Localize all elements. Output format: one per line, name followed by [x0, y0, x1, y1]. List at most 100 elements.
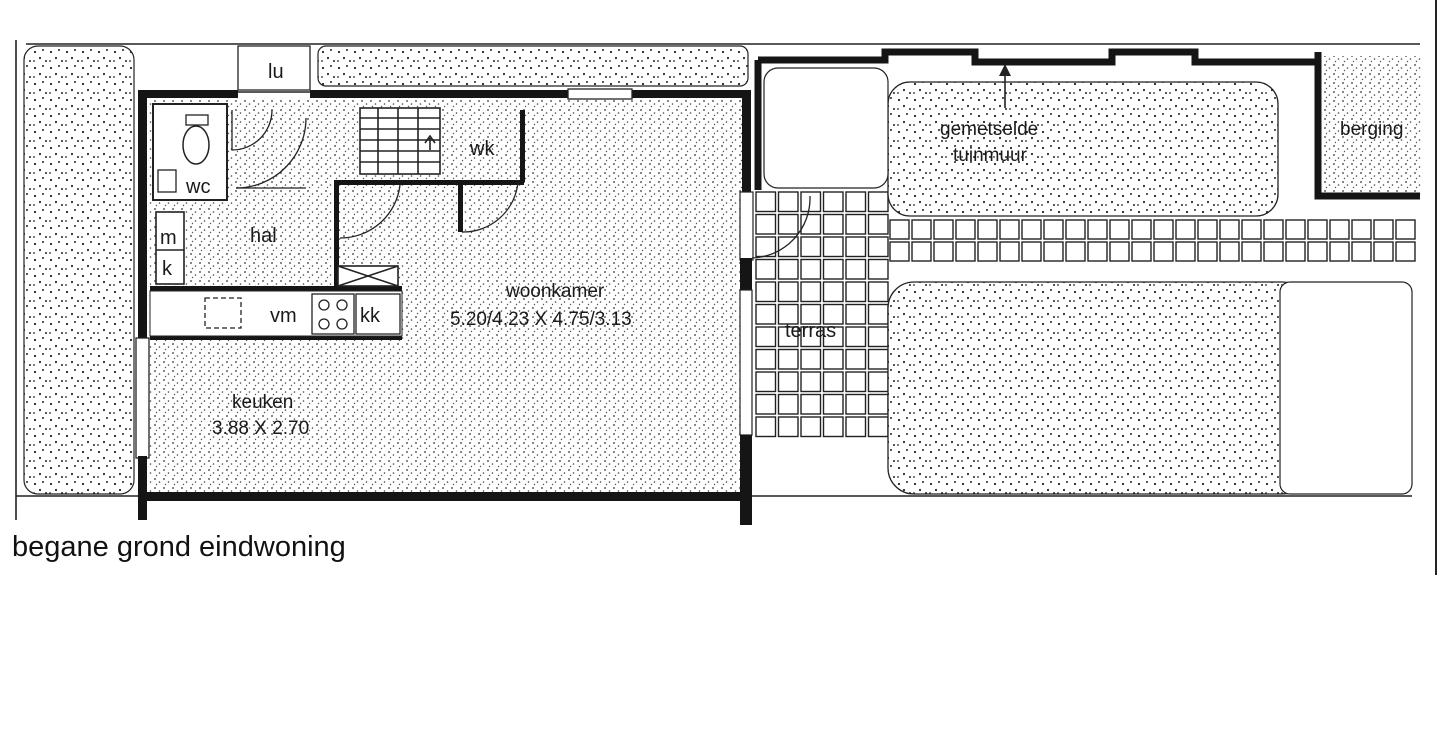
tile: [822, 326, 844, 348]
tile: [822, 281, 844, 303]
tile: [867, 213, 889, 235]
tile: [845, 213, 867, 235]
tile: [1285, 241, 1306, 262]
fridge-kk: [355, 293, 401, 335]
wall-right-bottom: [740, 435, 752, 525]
tile: [800, 258, 822, 280]
tile: [1109, 219, 1130, 240]
tile: [777, 348, 799, 370]
tile: [1197, 219, 1218, 240]
label-wall-line1: gemetselde: [940, 119, 1038, 140]
label-m: m: [160, 227, 177, 249]
tile: [822, 371, 844, 393]
tile: [1395, 219, 1416, 240]
label-keuken: keuken: [232, 392, 293, 413]
tile: [777, 281, 799, 303]
tile: [1021, 219, 1042, 240]
tile: [777, 213, 799, 235]
garden-bed-upper: [887, 81, 1279, 217]
tile: [1263, 219, 1284, 240]
meter-cupboard: [155, 211, 185, 285]
tile: [845, 191, 867, 213]
tile: [755, 416, 777, 438]
label-kk: kk: [360, 305, 381, 327]
tile: [755, 371, 777, 393]
tile: [1131, 241, 1152, 262]
tile: [867, 416, 889, 438]
garden-front: [317, 45, 749, 87]
tile: [800, 348, 822, 370]
tile: [1329, 219, 1350, 240]
tile: [1285, 219, 1306, 240]
tile: [1131, 219, 1152, 240]
tile: [845, 416, 867, 438]
tile: [933, 219, 954, 240]
tile: [867, 371, 889, 393]
tile: [755, 258, 777, 280]
tile: [800, 371, 822, 393]
tile: [1065, 241, 1086, 262]
label-keuken-dims: 3.88 X 2.70: [212, 418, 309, 439]
toilet: [182, 125, 210, 165]
tile: [889, 219, 910, 240]
tile: [867, 303, 889, 325]
tile: [1373, 241, 1394, 262]
tile: [755, 326, 777, 348]
tile: [867, 236, 889, 258]
tile: [777, 393, 799, 415]
tile: [933, 241, 954, 262]
tile: [867, 326, 889, 348]
label-wk: wk: [469, 138, 495, 160]
plan-caption: begane grond eindwoning: [12, 531, 346, 563]
label-wc: wc: [185, 176, 210, 198]
tile: [911, 241, 932, 262]
tile: [845, 348, 867, 370]
tile: [1043, 219, 1064, 240]
window-left: [135, 337, 150, 459]
porch-lu: [237, 45, 311, 91]
door-terrace: [739, 191, 754, 261]
label-wall-line2: tuinmuur: [953, 145, 1028, 166]
living-door: [462, 181, 519, 233]
tile: [999, 241, 1020, 262]
tile: [1219, 241, 1240, 262]
tile: [1109, 241, 1130, 262]
tile: [777, 236, 799, 258]
window-right: [739, 289, 753, 436]
shed-berging: [1318, 56, 1422, 196]
tile: [822, 213, 844, 235]
tile: [1087, 241, 1108, 262]
entrance-door: [235, 117, 307, 189]
tile: [889, 241, 910, 262]
tile: [977, 241, 998, 262]
tile: [777, 371, 799, 393]
tile: [845, 326, 867, 348]
tile: [1153, 219, 1174, 240]
garden-wall: [754, 48, 1318, 190]
tile: [755, 303, 777, 325]
tile: [1065, 219, 1086, 240]
tile: [822, 236, 844, 258]
tile: [1175, 241, 1196, 262]
label-terras: terras: [785, 320, 836, 342]
window-top: [567, 88, 633, 100]
tile: [1197, 241, 1218, 262]
wall-top-right: [310, 90, 750, 98]
tile: [755, 393, 777, 415]
tile: [800, 416, 822, 438]
tile: [1087, 219, 1108, 240]
tile: [822, 258, 844, 280]
tile: [845, 393, 867, 415]
tile: [777, 258, 799, 280]
sink-unit: [204, 297, 242, 329]
label-vm: vm: [270, 305, 297, 327]
tile: [822, 303, 844, 325]
label-woonkamer-dims: 5.20/4.23 X 4.75/3.13: [450, 309, 632, 330]
tile: [845, 303, 867, 325]
tile: [822, 348, 844, 370]
tile: [845, 371, 867, 393]
cooktop: [311, 293, 355, 335]
garden-bed-lower: [887, 281, 1309, 495]
tile: [800, 393, 822, 415]
